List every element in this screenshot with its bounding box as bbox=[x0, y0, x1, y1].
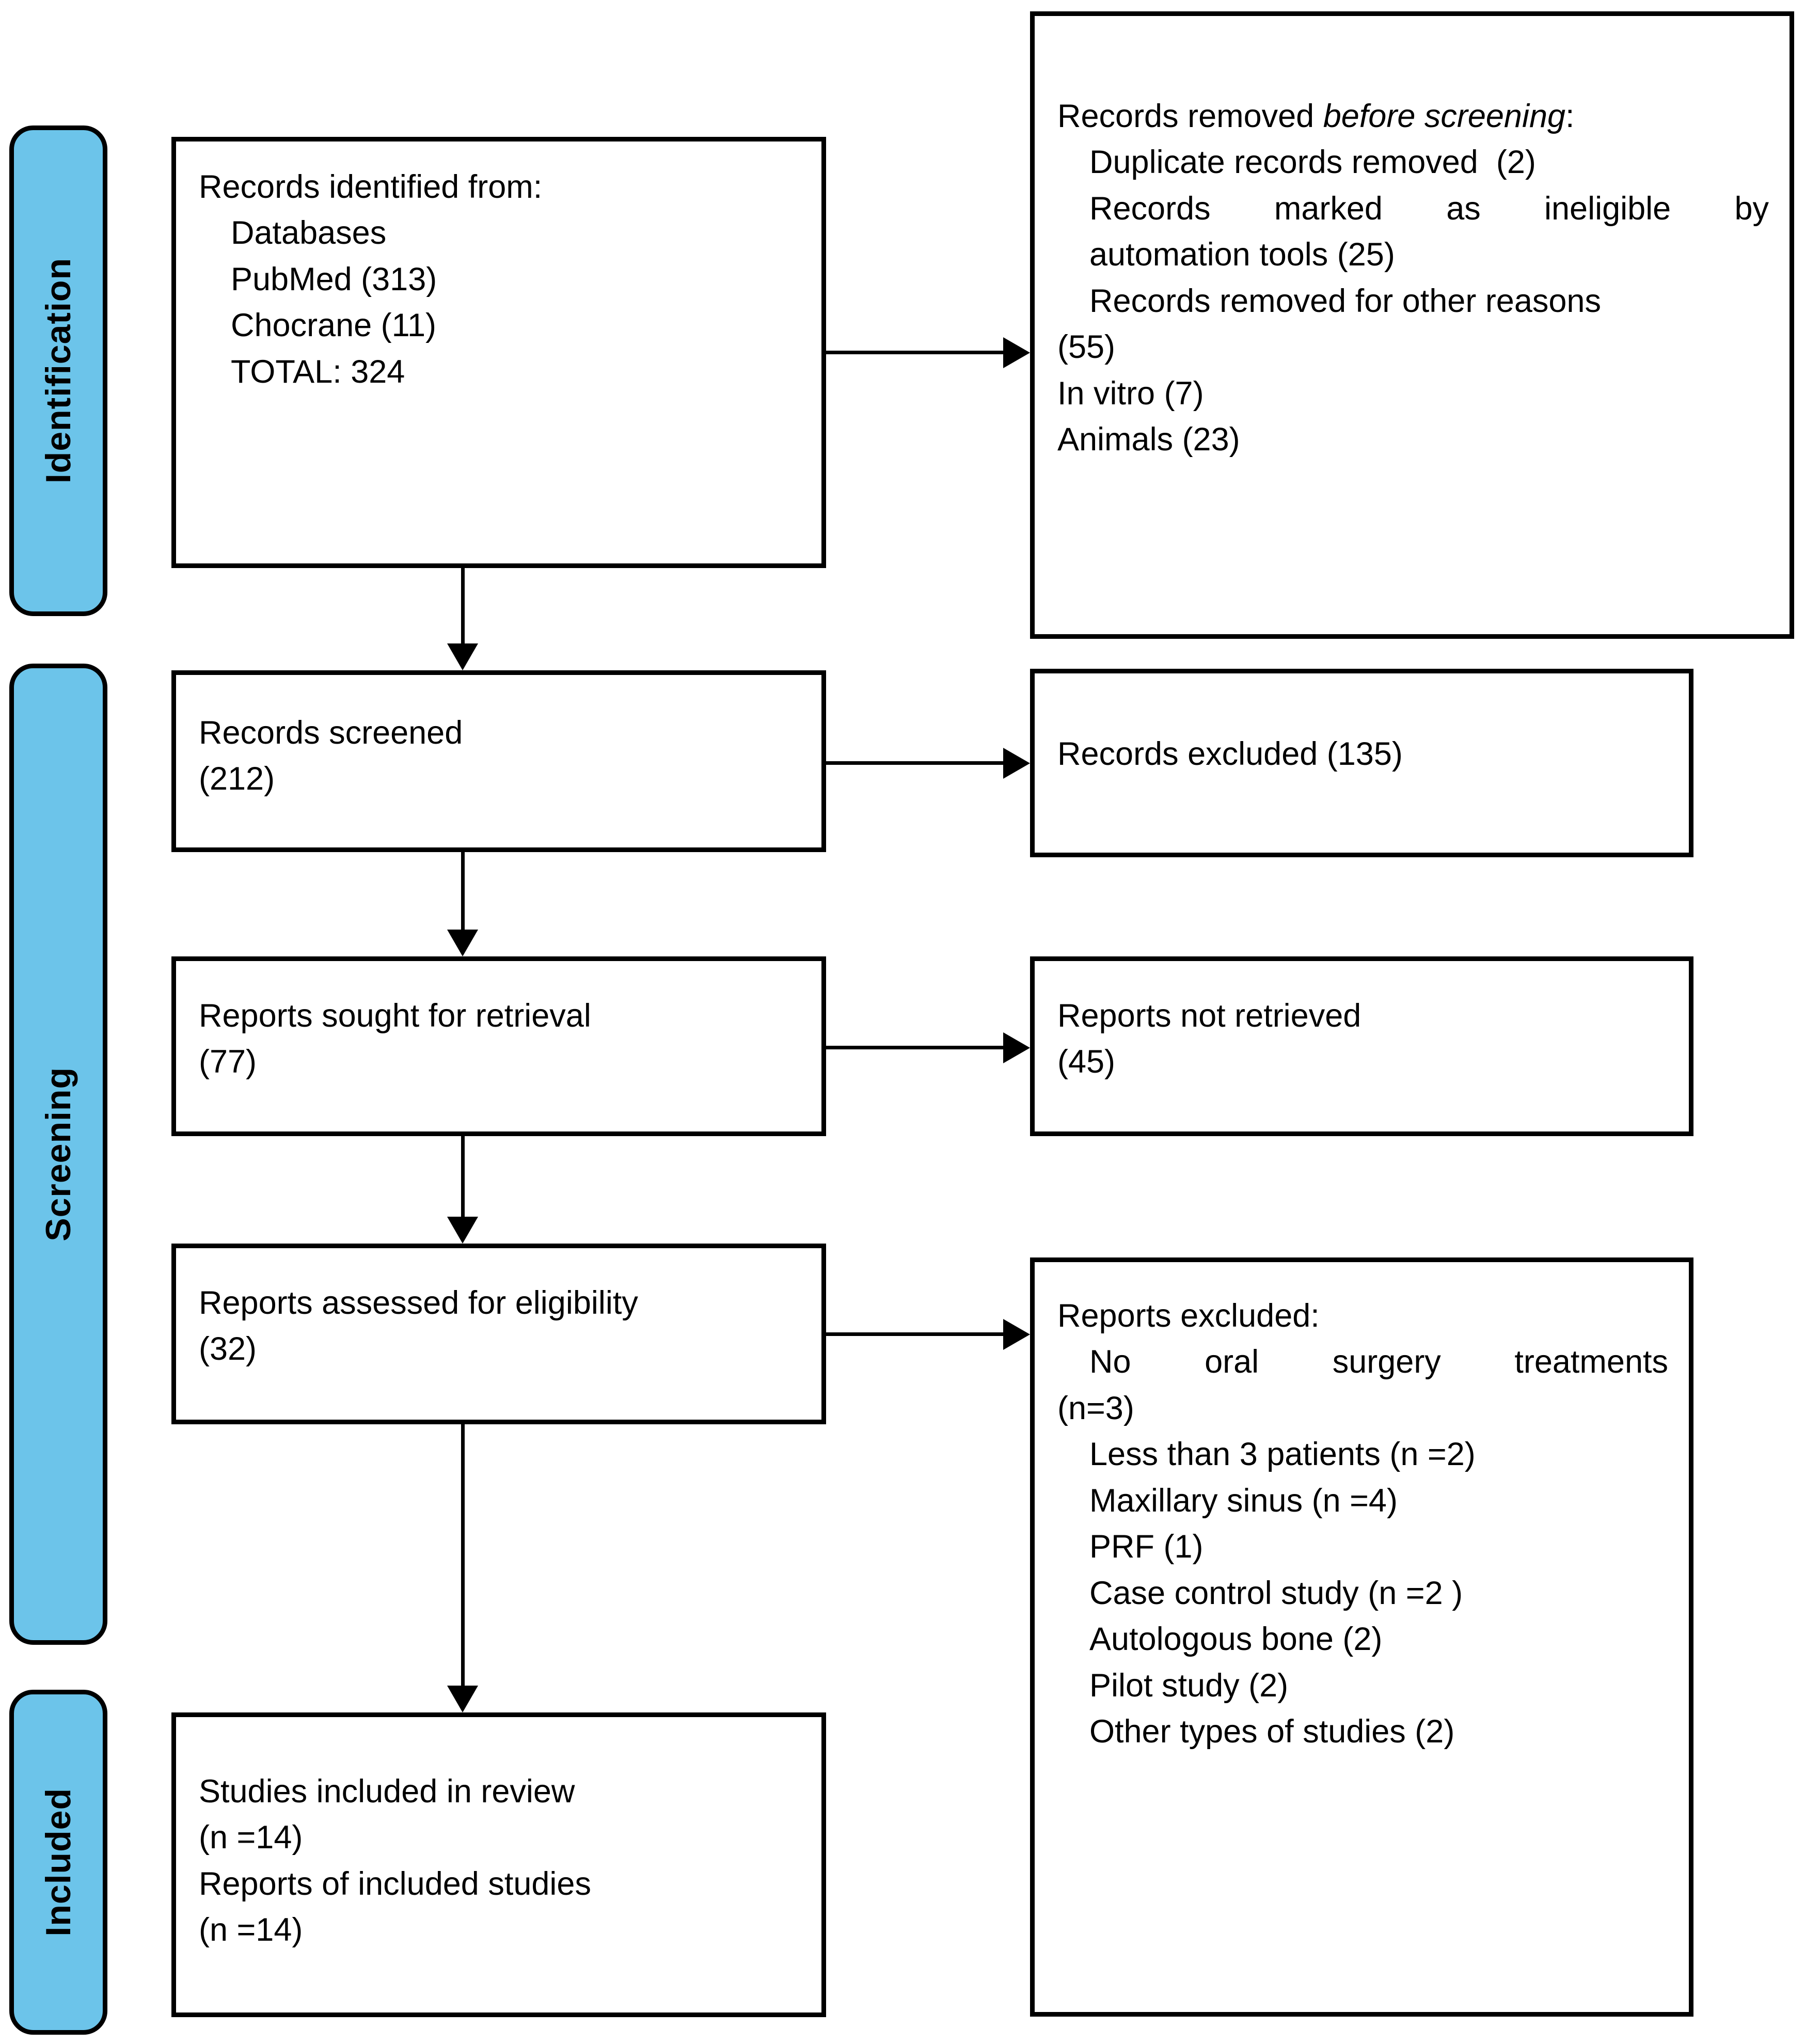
reports-excluded-line-1: No oral surgery treatments bbox=[1089, 1344, 1668, 1380]
stage-included: Included bbox=[9, 1690, 107, 2035]
records-removed-title-plain: Records removed bbox=[1057, 98, 1323, 134]
connector-sought-to-assessed-line bbox=[461, 1136, 465, 1219]
connector-identified-to-removed-line bbox=[826, 351, 1003, 354]
records-removed-line-7: Animals (23) bbox=[1057, 421, 1240, 458]
records-screened-line-2: (212) bbox=[199, 761, 275, 797]
records-removed-line-5: (55) bbox=[1057, 329, 1116, 366]
stage-identification-label: Identification bbox=[39, 258, 78, 484]
reports-not-retrieved-line-1: Reports not retrieved bbox=[1057, 998, 1361, 1034]
connector-sought-to-not-retrieved-arrow bbox=[1003, 1032, 1030, 1063]
connector-screened-to-excluded-line bbox=[826, 761, 1003, 765]
box-studies-included-in-review: Studies included in review (n =14) Repor… bbox=[171, 1712, 826, 2017]
reports-excluded-line-8: Pilot study (2) bbox=[1089, 1667, 1289, 1704]
connector-sought-to-not-retrieved-line bbox=[826, 1046, 1003, 1049]
reports-not-retrieved-line-2: (45) bbox=[1057, 1044, 1116, 1080]
connector-assessed-to-reports-excluded-line bbox=[826, 1332, 1003, 1336]
reports-excluded-line-7: Autologous bone (2) bbox=[1089, 1621, 1383, 1658]
studies-included-line-2: (n =14) bbox=[199, 1819, 303, 1856]
connector-screened-to-sought-arrow bbox=[447, 930, 478, 956]
studies-included-line-1: Studies included in review bbox=[199, 1773, 575, 1810]
connector-identified-to-removed-arrow bbox=[1003, 337, 1030, 368]
records-identified-line-4: TOTAL: 324 bbox=[231, 353, 405, 390]
box-reports-assessed-for-eligibility: Reports assessed for eligibility (32) bbox=[171, 1244, 826, 1424]
box-reports-not-retrieved: Reports not retrieved (45) bbox=[1030, 956, 1693, 1136]
connector-assessed-to-included-arrow bbox=[447, 1686, 478, 1712]
records-removed-line-2: Records marked as ineligible by bbox=[1089, 190, 1769, 227]
connector-screened-to-sought-line bbox=[461, 852, 465, 932]
reports-excluded-line-6: Case control study (n =2 ) bbox=[1089, 1575, 1463, 1611]
records-excluded-line-1: Records excluded (135) bbox=[1057, 736, 1403, 772]
reports-excluded-line-3: Less than 3 patients (n =2) bbox=[1089, 1436, 1476, 1473]
reports-excluded-line-4: Maxillary sinus (n =4) bbox=[1089, 1482, 1398, 1519]
box-reports-excluded: Reports excluded: No oral surgery treatm… bbox=[1030, 1257, 1693, 2017]
reports-excluded-line-9: Other types of studies (2) bbox=[1089, 1713, 1455, 1750]
reports-sought-line-1: Reports sought for retrieval bbox=[199, 998, 591, 1034]
connector-screened-to-excluded-arrow bbox=[1003, 748, 1030, 779]
box-reports-sought-for-retrieval: Reports sought for retrieval (77) bbox=[171, 956, 826, 1136]
reports-sought-line-2: (77) bbox=[199, 1044, 257, 1080]
records-screened-line-1: Records screened bbox=[199, 715, 463, 751]
connector-identified-to-screened-line bbox=[461, 568, 465, 646]
connector-identified-to-screened-arrow bbox=[447, 643, 478, 670]
records-removed-line-6: In vitro (7) bbox=[1057, 375, 1204, 412]
records-identified-line-1: Databases bbox=[231, 215, 387, 251]
reports-excluded-title: Reports excluded: bbox=[1057, 1298, 1320, 1334]
reports-excluded-line-2: (n=3) bbox=[1057, 1390, 1134, 1426]
box-records-removed-before-screening: Records removed before screening: Duplic… bbox=[1030, 11, 1794, 639]
stage-screening-label: Screening bbox=[39, 1067, 78, 1241]
box-records-identified: Records identified from: Databases PubMe… bbox=[171, 137, 826, 568]
studies-included-line-3: Reports of included studies bbox=[199, 1865, 591, 1902]
records-removed-line-1: Duplicate records removed (2) bbox=[1089, 144, 1536, 181]
records-identified-title: Records identified from: bbox=[199, 169, 543, 205]
connector-sought-to-assessed-arrow bbox=[447, 1217, 478, 1244]
records-removed-title: Records removed before screening: bbox=[1057, 93, 1769, 139]
records-identified-line-3: Chocrane (11) bbox=[231, 307, 437, 344]
stage-included-label: Included bbox=[39, 1788, 78, 1937]
reports-excluded-line-5: PRF (1) bbox=[1089, 1529, 1204, 1565]
records-removed-line-4: Records removed for other reasons bbox=[1089, 282, 1601, 319]
records-removed-title-italic: before screening bbox=[1323, 98, 1566, 134]
stage-screening: Screening bbox=[9, 664, 107, 1645]
reports-assessed-line-1: Reports assessed for eligibility bbox=[199, 1285, 638, 1321]
records-removed-title-tail: : bbox=[1565, 98, 1575, 134]
connector-assessed-to-reports-excluded-arrow bbox=[1003, 1319, 1030, 1350]
reports-assessed-line-2: (32) bbox=[199, 1331, 257, 1367]
stage-identification: Identification bbox=[9, 125, 107, 616]
connector-assessed-to-included-line bbox=[461, 1424, 465, 1688]
box-records-screened: Records screened (212) bbox=[171, 670, 826, 852]
records-identified-line-2: PubMed (313) bbox=[231, 261, 437, 297]
box-records-excluded: Records excluded (135) bbox=[1030, 669, 1693, 857]
records-removed-line-3: automation tools (25) bbox=[1089, 237, 1395, 273]
studies-included-line-4: (n =14) bbox=[199, 1912, 303, 1948]
